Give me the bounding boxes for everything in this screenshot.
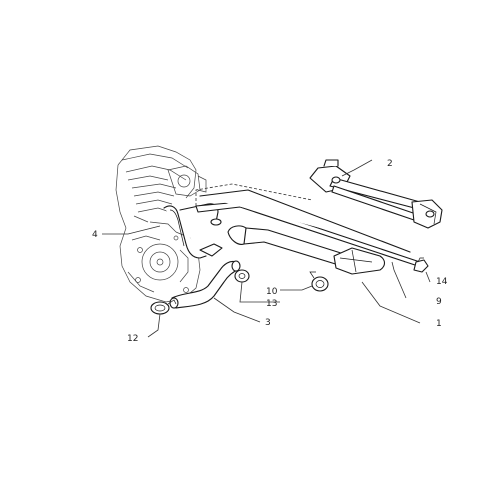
reference-dashed-line — [195, 183, 313, 206]
hose-part-3 — [169, 260, 241, 309]
callout-14: 14 — [436, 277, 448, 287]
callout-3: 3 — [265, 318, 271, 328]
callout-1: 1 — [436, 319, 442, 329]
callout-4: 4 — [92, 230, 98, 240]
leader-lines — [102, 159, 431, 338]
pipe-part-1 — [227, 225, 386, 275]
clamp-part-10 — [309, 271, 329, 292]
callout-2: 2 — [387, 159, 393, 169]
grommet-part-13 — [234, 269, 250, 283]
fitting-part-14 — [413, 257, 429, 273]
callout-9: 9 — [436, 297, 442, 307]
callout-12: 12 — [127, 334, 138, 344]
engine-block — [115, 145, 207, 303]
callout-13: 13 — [266, 299, 277, 309]
bracket-part-2 — [309, 159, 443, 229]
callout-10: 10 — [266, 287, 278, 297]
hose-part-4 — [163, 203, 223, 259]
